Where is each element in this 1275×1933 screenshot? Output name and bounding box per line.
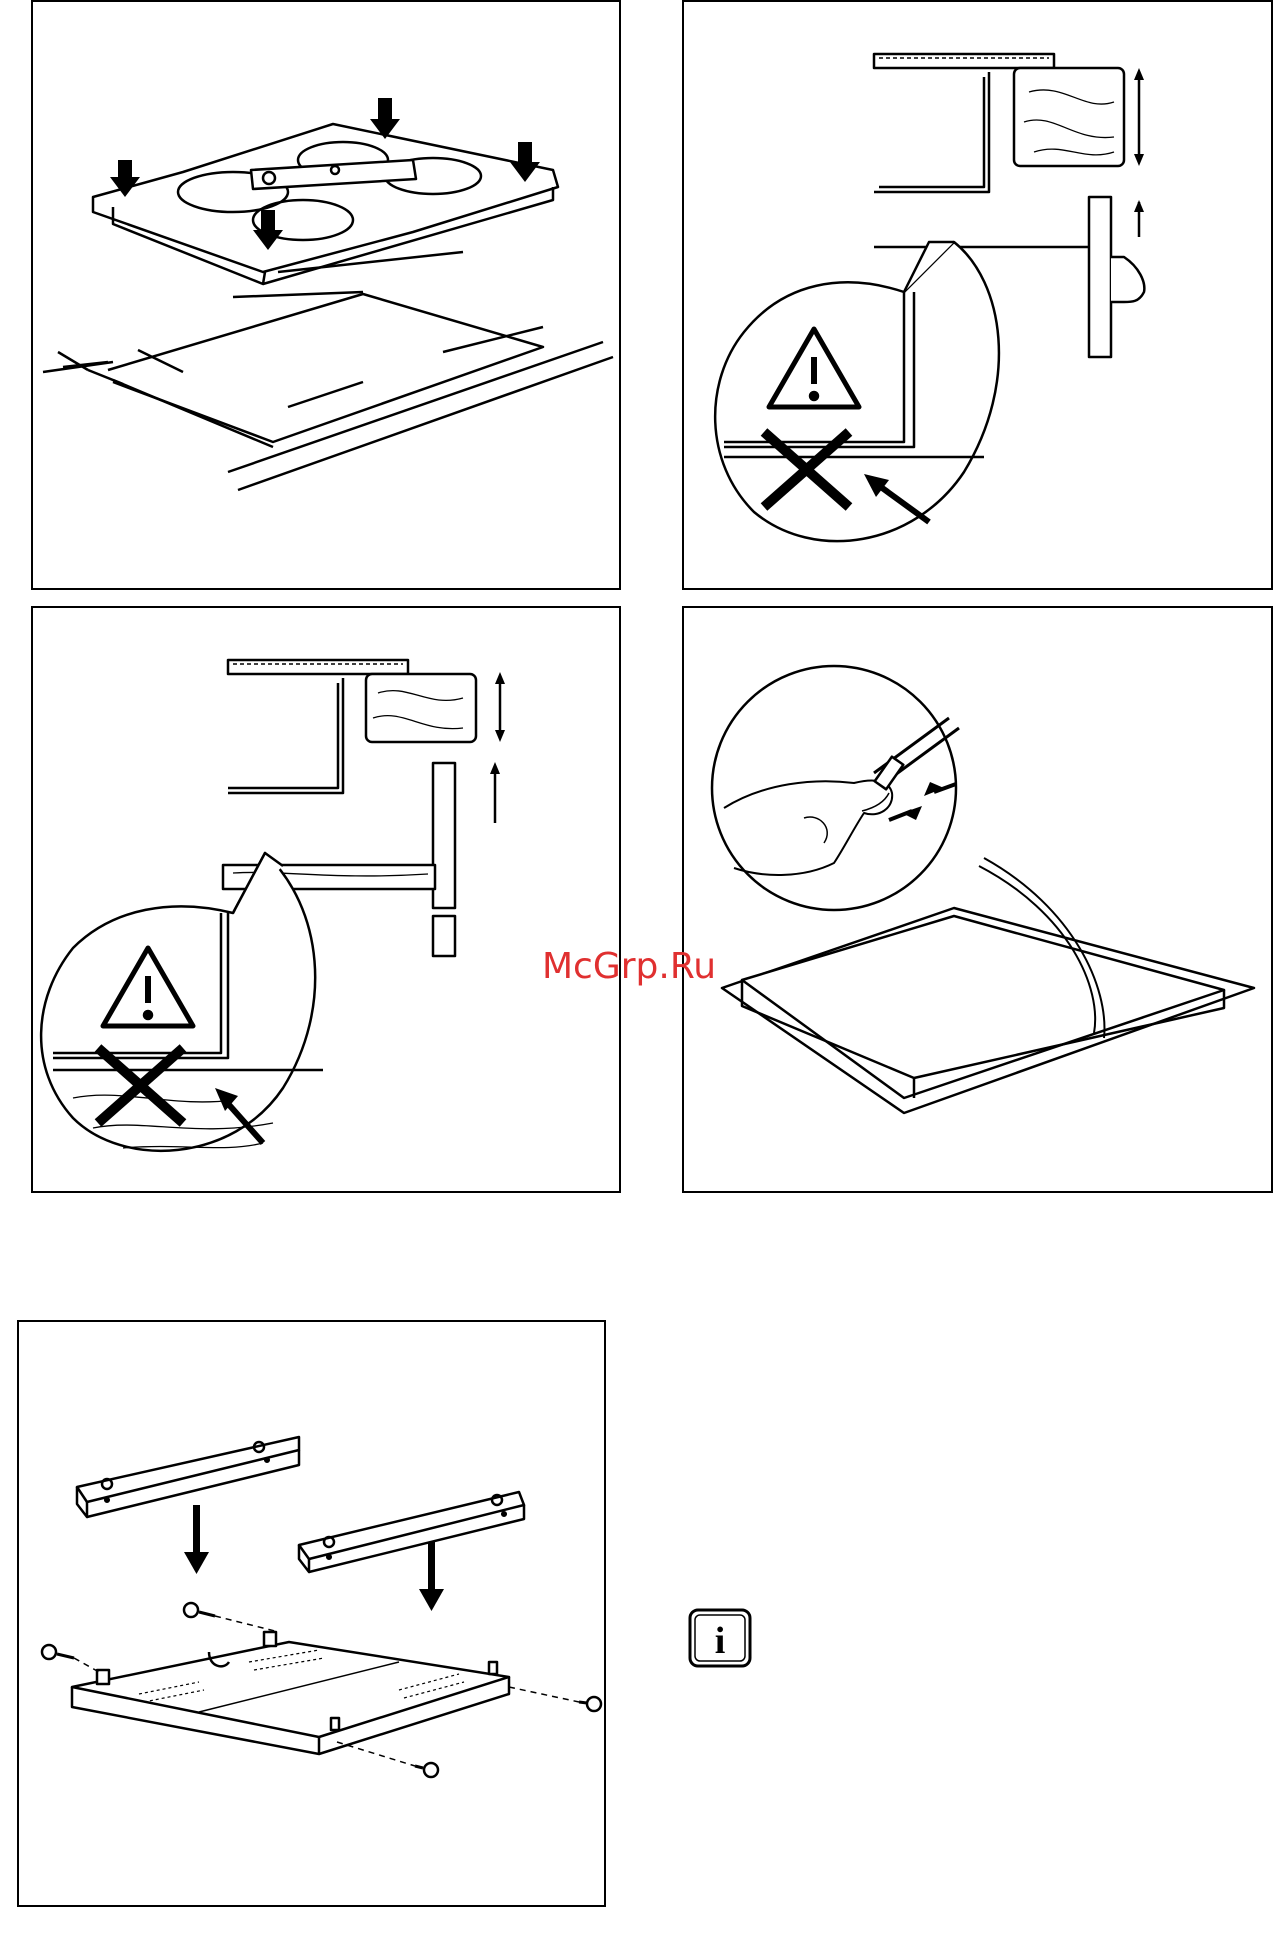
mounting-bracket-right <box>299 1492 524 1572</box>
height-dimension <box>1134 68 1144 237</box>
worktop-wood-section <box>1014 68 1124 166</box>
cutout-outline <box>38 252 621 490</box>
magnifier-circle <box>715 242 999 541</box>
seal-strip-figure <box>682 606 1273 1193</box>
watermark: McGrp.Ru <box>542 946 716 987</box>
wooden-panel-clearance-figure <box>31 606 621 1193</box>
mounting-bracket-left <box>77 1437 299 1517</box>
magnifier-circle <box>712 666 956 910</box>
protection-box <box>72 1632 509 1754</box>
worktop-clearance-figure <box>682 0 1273 590</box>
magnifier-circle <box>41 853 323 1151</box>
protection-box-assembly-figure <box>17 1320 606 1907</box>
hob-placement-figure <box>31 0 621 590</box>
worktop-wood-section <box>366 674 476 742</box>
info-icon: i <box>688 1608 752 1668</box>
info-glyph: i <box>715 1620 726 1662</box>
height-dimension <box>490 672 505 823</box>
hob-top-surface <box>93 124 558 284</box>
